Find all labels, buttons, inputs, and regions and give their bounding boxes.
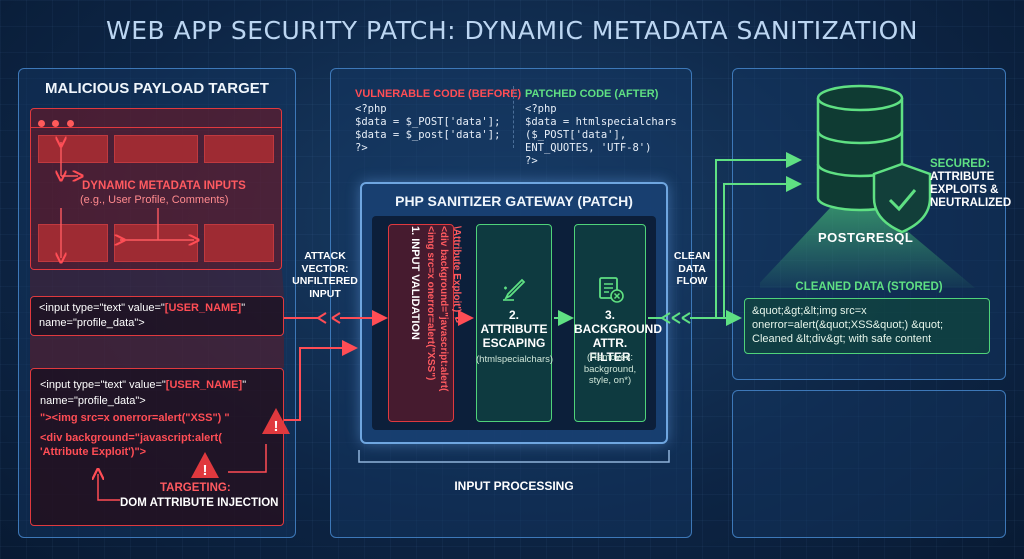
dot-icon [52,120,60,127]
dot-icon [38,120,45,127]
dynamic-inputs-label: DYNAMIC METADATA INPUTS [82,180,246,192]
dot-icon [66,120,74,127]
field-line-2: name="profile_data"> [39,317,145,329]
code-line: <?php [525,103,557,115]
step-background-attr-filter [574,224,646,422]
targeting-sub: DOM ATTRIBUTE INJECTION [120,497,279,509]
vulnerable-code-title: VULNERABLE CODE (BEFORE) [355,88,522,100]
input-cell [114,135,198,163]
cleaned-line: onerror=alert(&quot;XSS&quot;) &quot; [752,319,944,331]
browser-dots [38,114,74,132]
filter-document-icon [599,277,624,303]
code-line: $data = $_post['data']; [355,129,501,141]
gateway-title: PHP SANITIZER GATEWAY (PATCH) [395,193,633,209]
payload-line-5: 'Attribute Exploit')"> [40,446,147,458]
cleaned-data-box: &quot;&gt;&lt;img src=x onerror=alert(&q… [744,298,990,354]
patched-code-title: PATCHED CODE (AFTER) [525,88,659,100]
processing-bracket [358,450,670,463]
svg-text:!: ! [203,462,208,479]
code-line: ENT_QUOTES, 'UTF-8') [525,142,652,154]
postgresql-label: POSTGRESQL [818,230,914,245]
warning-icon: ! [191,452,219,479]
step2-title: 2. ATTRIBUTE ESCAPING [480,308,548,350]
step-attribute-escaping [476,224,552,422]
step3-title: 3. BACKGROUND ATTR. FILTER [574,308,662,364]
code-line: ?> [355,142,368,154]
targeting-label: TARGETING: [160,482,231,494]
secured-label: SECURED: ATTRIBUTE EXPLOITS & NEUTRALIZE… [930,158,1012,209]
step2-sub: (htmlspecialchars) [476,354,554,365]
payload-line-1: <input type="text" value="[USER_NAME]" [40,379,247,391]
input-cell [204,224,274,262]
attack-vector-label: ATTACK VECTOR: UNFILTERED INPUT [292,250,358,300]
payload-user-name: [USER_NAME] [165,379,243,391]
database-icon [760,84,975,288]
cleaned-data-title: CLEANED DATA (STORED) [795,281,943,293]
step-input-validation [388,224,454,422]
dynamic-inputs-sub: (e.g., User Profile, Comments) [80,194,229,206]
vulnerable-code: <?php $data = $_POST['data']; $data = $_… [355,103,500,155]
code-line: $data = $_POST['data']; [355,116,501,128]
cleaned-line: &quot;&gt;&lt;img src=x [752,305,867,317]
code-line: ?> [525,155,538,167]
input-cell [38,224,108,262]
user-name-placeholder: [USER_NAME] [164,302,242,314]
empty-panel [732,390,1006,538]
input-cell [38,135,108,163]
browser-titlebar-line [31,127,281,128]
payload-line-4: <div background="javascript:alert( [40,432,222,444]
step3-sub: (Removes: background, style, on*) [583,352,637,386]
input-cell [204,135,274,163]
input-processing-label: INPUT PROCESSING [454,479,574,493]
code-divider [513,86,514,148]
field-line-1: <input type="text" value="[USER_NAME]" [39,302,246,314]
patched-code: <?php $data = htmlspecialchars ($_POST['… [525,103,677,168]
code-line: $data = htmlspecialchars [525,116,677,128]
page-title: WEB APP SECURITY PATCH: DYNAMIC METADATA… [106,16,918,45]
payload-line-2: name="profile_data"> [40,395,146,407]
warning-icon: ! [262,408,290,435]
clean-data-flow-label: CLEAN DATA FLOW [673,250,711,287]
malicious-payload-title: MALICIOUS PAYLOAD TARGET [45,80,269,97]
quill-icon [503,278,526,301]
code-line: ($_POST['data'], [525,129,627,141]
svg-text:!: ! [274,418,279,435]
payload-line-3: "><img src=x onerror=alert("XSS") " [40,412,230,424]
payload-box [30,368,284,526]
html-input-field: <input type="text" value="[USER_NAME]" n… [30,296,284,336]
code-line: <?php [355,103,387,115]
cleaned-line: Cleaned &lt;div&gt; with safe content [752,333,932,345]
